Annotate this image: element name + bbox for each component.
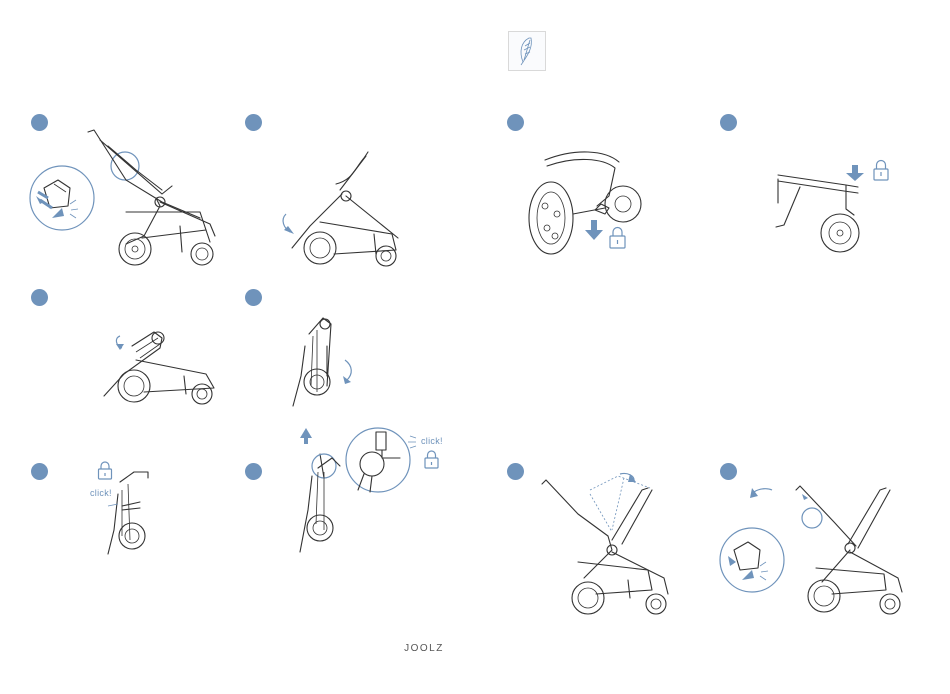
step-badge-left-5 xyxy=(31,463,48,480)
step-badge-left-4 xyxy=(245,289,262,306)
brand-logo xyxy=(508,31,546,71)
illustration-left-step3 xyxy=(96,322,221,408)
step-badge-left-6 xyxy=(245,463,262,480)
click-label-left-step6: click! xyxy=(421,436,443,446)
brand-wordmark: JOOLZ xyxy=(396,643,452,654)
step-badge-right-2 xyxy=(720,114,737,131)
step-badge-left-3 xyxy=(31,289,48,306)
illustration-right-step4 xyxy=(720,482,910,622)
illustration-right-step1 xyxy=(525,148,650,258)
step-badge-right-1 xyxy=(507,114,524,131)
illustration-right-step2 xyxy=(774,157,894,257)
illustration-right-step3 xyxy=(538,470,673,620)
step-badge-right-3 xyxy=(507,463,524,480)
step-badge-left-2 xyxy=(245,114,262,131)
illustration-left-step5 xyxy=(100,466,160,558)
step-badge-right-4 xyxy=(720,463,737,480)
illustration-left-step1 xyxy=(30,126,220,271)
feather-logo-icon xyxy=(509,32,545,70)
illustration-left-step4 xyxy=(287,316,367,411)
illustration-left-step2 xyxy=(280,150,410,270)
